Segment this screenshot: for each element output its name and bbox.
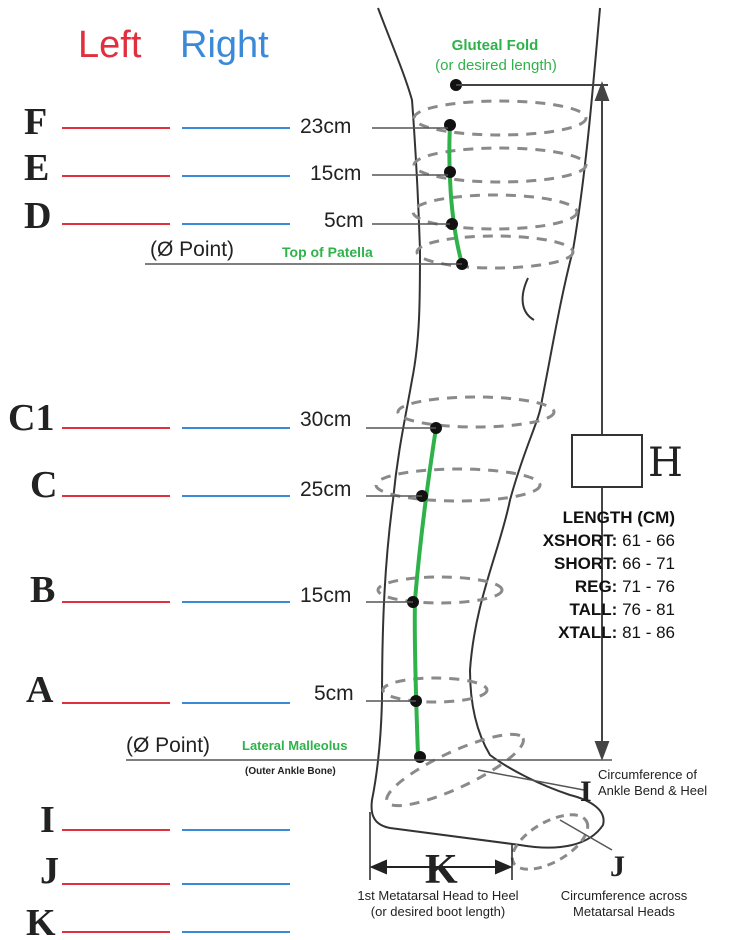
length-row: TALL: 76 - 81 bbox=[569, 600, 675, 620]
length-row-name: TALL: bbox=[569, 600, 617, 619]
row-label: I bbox=[40, 799, 55, 841]
row-d: D 5cm bbox=[24, 195, 450, 237]
length-row-range: 61 - 66 bbox=[622, 531, 675, 550]
length-table-title: LENGTH (CM) bbox=[563, 508, 675, 528]
row-label: F bbox=[24, 101, 47, 143]
h-box bbox=[572, 435, 642, 487]
row-label: A bbox=[26, 669, 54, 711]
length-row-name: XTALL: bbox=[558, 623, 617, 642]
length-row-name: SHORT: bbox=[554, 554, 617, 573]
j-desc-line2: Metatarsal Heads bbox=[573, 904, 675, 919]
row-k: K bbox=[26, 902, 290, 940]
length-row-name: XSHORT: bbox=[543, 531, 618, 550]
zero-point-top: (Ø Point) bbox=[150, 238, 234, 261]
row-cm: 5cm bbox=[324, 209, 364, 232]
length-row: SHORT: 66 - 71 bbox=[554, 554, 675, 574]
row-cm: 15cm bbox=[300, 584, 351, 607]
row-i: I bbox=[40, 799, 290, 841]
top-of-patella-label: Top of Patella bbox=[282, 244, 373, 260]
row-label: C bbox=[30, 464, 57, 506]
i-desc-line1: Circumference of bbox=[598, 767, 697, 782]
row-label: C1 bbox=[8, 397, 54, 439]
row-label: K bbox=[26, 902, 56, 940]
measure-dot bbox=[414, 751, 426, 763]
right-column-header: Right bbox=[180, 24, 269, 66]
lateral-malleolus-label: Lateral Malleolus bbox=[242, 738, 347, 753]
row-f: F 23cm bbox=[24, 101, 448, 143]
row-cm: 5cm bbox=[314, 682, 354, 705]
row-cm: 25cm bbox=[300, 478, 351, 501]
i-letter: I bbox=[580, 775, 592, 808]
measure-dot bbox=[444, 166, 456, 178]
row-e: E 15cm bbox=[24, 147, 448, 189]
row-j: J bbox=[40, 850, 290, 892]
k-letter: K bbox=[425, 847, 458, 893]
length-row: REG: 71 - 76 bbox=[575, 577, 675, 597]
outer-ankle-bone-label: (Outer Ankle Bone) bbox=[245, 766, 336, 777]
j-letter: J bbox=[610, 850, 625, 883]
gluteal-fold-label: Gluteal Fold bbox=[452, 37, 539, 54]
row-label: D bbox=[24, 195, 51, 237]
length-row: XTALL: 81 - 86 bbox=[558, 623, 675, 643]
length-row-range: 66 - 71 bbox=[622, 554, 675, 573]
row-c: C 25cm bbox=[30, 464, 422, 506]
h-label: H bbox=[648, 440, 683, 486]
circumference-rings bbox=[376, 101, 596, 880]
row-label: E bbox=[24, 147, 49, 189]
length-row-name: REG: bbox=[575, 577, 618, 596]
row-c1: C1 30cm bbox=[8, 397, 436, 439]
length-row-range: 76 - 81 bbox=[622, 600, 675, 619]
i-desc-line2: Ankle Bend & Heel bbox=[598, 783, 707, 798]
row-label: J bbox=[40, 850, 59, 892]
row-label: B bbox=[30, 569, 55, 611]
zero-point-bottom: (Ø Point) bbox=[126, 734, 210, 757]
h-measure-arrow bbox=[596, 84, 608, 758]
i-leader bbox=[478, 770, 584, 790]
left-column-header: Left bbox=[78, 24, 142, 66]
row-cm: 30cm bbox=[300, 408, 351, 431]
row-cm: 15cm bbox=[310, 162, 361, 185]
row-a: A 5cm bbox=[26, 669, 416, 711]
length-row-range: 71 - 76 bbox=[622, 577, 675, 596]
length-row: XSHORT: 61 - 66 bbox=[543, 531, 675, 551]
row-b: B 15cm bbox=[30, 569, 413, 611]
length-row-range: 81 - 86 bbox=[622, 623, 675, 642]
gluteal-fold-sublabel: (or desired length) bbox=[435, 57, 557, 74]
row-cm: 23cm bbox=[300, 115, 351, 138]
k-desc-line2: (or desired boot length) bbox=[371, 904, 505, 919]
k-desc-line1: 1st Metatarsal Head to Heel bbox=[357, 888, 518, 903]
j-desc-line1: Circumference across bbox=[561, 888, 688, 903]
measure-dot bbox=[444, 119, 456, 131]
